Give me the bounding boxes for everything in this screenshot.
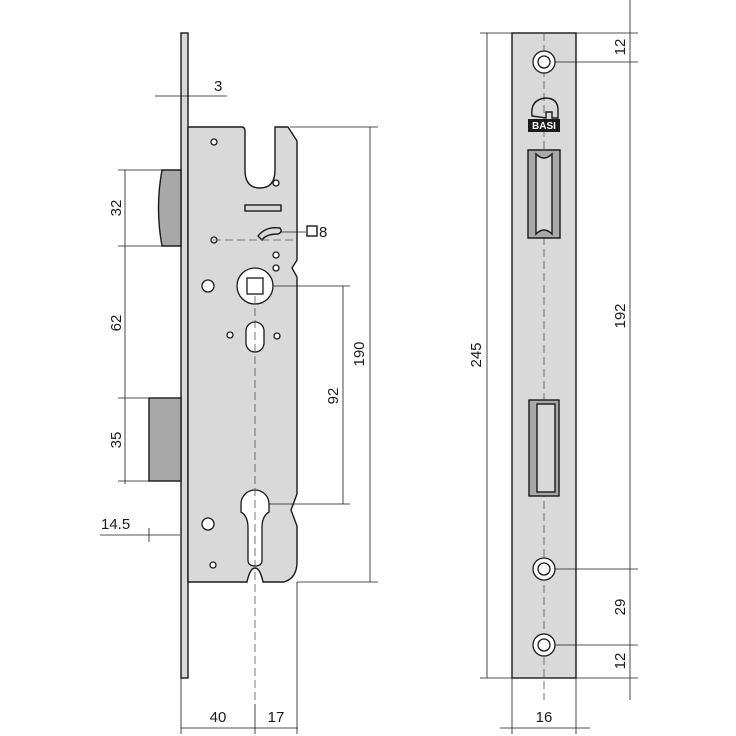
case-slot [244, 204, 282, 212]
rivet [273, 332, 281, 340]
dim-faceplate-thickness: 3 [214, 78, 222, 95]
logo-text: BASI [532, 121, 556, 132]
bottom-screw-inner [537, 638, 551, 652]
dim-faceplate-width: 16 [536, 709, 553, 726]
dim-case-height: 190 [351, 341, 368, 366]
top-screw-inner [537, 55, 551, 69]
follower-square [246, 277, 264, 295]
rivet [272, 264, 280, 272]
dim-bottom-screw-offset: 12 [612, 653, 629, 670]
front-view: BASI 245 12 192 29 12 16 [468, 0, 638, 734]
rivet [210, 138, 218, 146]
screw-hole [201, 517, 215, 531]
brand-logo: BASI [528, 97, 560, 132]
dim-cylinder-radius: 17 [268, 709, 285, 726]
bolt-face [536, 403, 556, 493]
dead-bolt [148, 397, 182, 482]
logo-plate [528, 119, 560, 132]
screw-hole [201, 279, 215, 293]
latch-face [535, 152, 553, 236]
dim-cylinder-offset: 14.5 [101, 516, 130, 533]
elephant-icon [531, 97, 559, 119]
dim-lower-screw-gap: 29 [612, 599, 629, 616]
dim-screw-spacing: 192 [612, 303, 629, 328]
dim-faceplate-length: 245 [468, 342, 485, 367]
dim-follower-square: 8 [319, 224, 327, 241]
middle-screw-inner [537, 562, 551, 576]
latch-bolt [157, 169, 182, 247]
dim-top-screw-offset: 12 [612, 39, 629, 56]
dim-backset: 40 [210, 709, 227, 726]
dim-latch-to-bolt: 62 [108, 315, 125, 332]
side-view: 3 32 62 35 14.5 8 190 92 40 [100, 32, 378, 734]
rivet [209, 561, 217, 569]
dim-latch-height: 32 [108, 200, 125, 217]
rivet [272, 179, 280, 187]
square-symbol-icon [306, 225, 318, 237]
dim-handle-to-cylinder: 92 [325, 388, 342, 405]
side-faceplate [180, 32, 189, 679]
rivet [272, 251, 280, 259]
rivet [226, 331, 234, 339]
dim-bolt-height: 35 [108, 432, 125, 449]
